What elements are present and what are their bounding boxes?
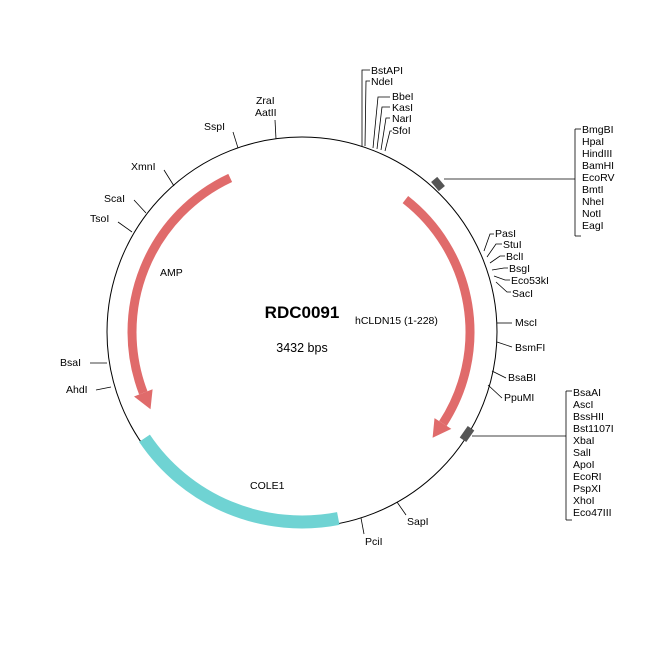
site-label: BbeI (392, 91, 414, 103)
site-label: XhoI (573, 495, 595, 507)
site-label: XbaI (573, 435, 595, 447)
site-label: PspXI (573, 483, 601, 495)
site-label: BmtI (582, 184, 604, 196)
site-label: EagI (582, 220, 604, 232)
site-label: SapI (407, 516, 429, 528)
ahdi-tick (95, 386, 112, 391)
amp-label: AMP (160, 267, 183, 279)
mcs2-leader (472, 390, 572, 521)
sapi-tick (396, 501, 407, 516)
site-label: NotI (582, 208, 601, 220)
site-label: AatII (255, 107, 277, 119)
top-stack-leaders (361, 69, 392, 152)
site-label: HindIII (582, 148, 612, 160)
site-label: AscI (573, 399, 593, 411)
site-label: SacI (512, 288, 533, 300)
cole1-label: COLE1 (250, 480, 285, 492)
mcs1-block (431, 176, 445, 192)
site-label: AhdI (66, 384, 88, 396)
site-label: SalI (573, 447, 591, 459)
right-stack-leaders (483, 233, 511, 293)
site-label: KasI (392, 102, 413, 114)
site-label: XmnI (131, 161, 156, 173)
site-label: StuI (503, 239, 522, 251)
site-label: EcoRV (582, 172, 615, 184)
hcldn15-label: hCLDN15 (1-228) (355, 315, 438, 327)
site-label: BsaI (60, 357, 81, 369)
site-label: SspI (204, 121, 225, 133)
site-label: NarI (392, 113, 412, 125)
site-label: SfoI (392, 125, 411, 137)
site-label: ApoI (573, 459, 595, 471)
site-label: Bst1107I (573, 423, 614, 435)
hcldn15-arrow (402, 196, 475, 426)
pcii-tick (360, 517, 365, 535)
site-label: HpaI (582, 136, 604, 148)
cole1-bar (139, 434, 340, 529)
site-label: MscI (515, 317, 537, 329)
plasmid-name: RDC0091 (265, 303, 340, 322)
amp-arrow-head (134, 389, 153, 410)
mcs2-block (459, 425, 475, 443)
site-label: BsaBI (508, 372, 536, 384)
site-label: BamHI (582, 160, 614, 172)
site-label: BsgI (509, 263, 530, 275)
plasmid-size: 3432 bps (276, 341, 327, 355)
site-label: BsmFI (515, 342, 545, 354)
site-label: ZraI (256, 95, 275, 107)
xmni-tick (163, 169, 175, 187)
tsoi-tick (117, 221, 133, 233)
site-label: ScaI (104, 193, 125, 205)
scai-tick (133, 199, 147, 214)
site-label: BmgBI (582, 124, 614, 136)
site-label: NdeI (371, 76, 393, 88)
site-label: PpuMI (504, 392, 534, 404)
aatii-tick (274, 119, 277, 140)
site-label: PasI (495, 228, 516, 240)
site-label: BsaAI (573, 387, 601, 399)
site-label: BssHII (573, 411, 604, 423)
site-label: TsoI (90, 213, 109, 225)
site-label: Eco53kI (511, 275, 549, 287)
right-single-ticks (487, 322, 513, 399)
site-label: NheI (582, 196, 604, 208)
site-label: Eco47III (573, 507, 612, 519)
site-label: BstAPI (371, 65, 403, 77)
site-label: PciI (365, 536, 383, 548)
amp-arrow (127, 173, 233, 395)
mcs1-leader (444, 128, 581, 237)
hcldn15-arrow-head (432, 418, 452, 438)
site-label: EcoRI (573, 471, 602, 483)
site-label: BclI (506, 251, 524, 263)
sspi-tick (232, 131, 239, 149)
